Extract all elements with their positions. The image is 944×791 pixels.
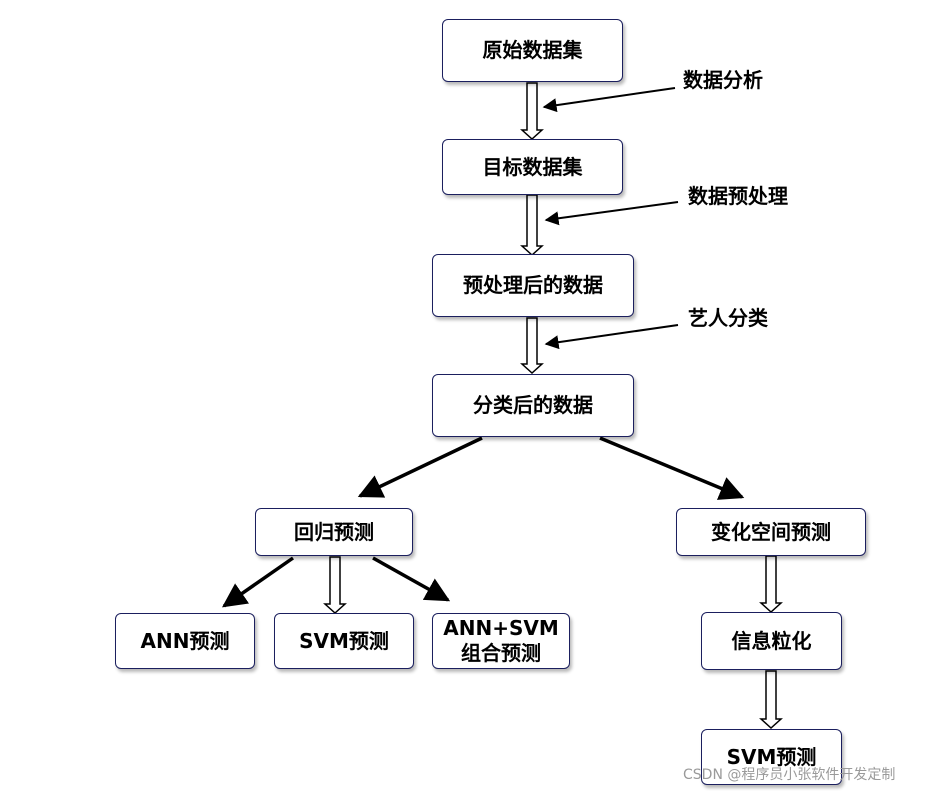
node-change-space-prediction-label: 变化空间预测 xyxy=(711,519,831,544)
node-regression-prediction-label: 回归预测 xyxy=(294,519,374,544)
step-label-data-preprocessing: 数据预处理 xyxy=(688,184,788,208)
node-raw-dataset-label: 原始数据集 xyxy=(482,38,583,62)
node-info-granulation: 信息粒化 xyxy=(701,612,842,670)
node-ann-prediction: ANN预测 xyxy=(115,613,255,669)
node-classified-data: 分类后的数据 xyxy=(432,374,634,437)
arrow-classified-to-regression xyxy=(357,436,483,498)
node-preprocessed-data: 预处理后的数据 xyxy=(432,254,634,317)
arrow-regression-to-ann-svm xyxy=(372,556,451,602)
arrow-classified-to-change-space xyxy=(599,436,745,500)
node-ann-svm-combined-line1: ANN+SVM xyxy=(443,616,559,640)
node-svm-prediction-left-label: SVM预测 xyxy=(299,628,389,653)
node-regression-prediction: 回归预测 xyxy=(255,508,413,556)
arrow-regression-to-ann xyxy=(221,556,294,608)
node-svm-prediction-left: SVM预测 xyxy=(274,613,414,669)
pointer-arrow-artist-classification xyxy=(544,324,679,350)
node-raw-dataset: 原始数据集 xyxy=(442,19,623,82)
step-label-artist-classification: 艺人分类 xyxy=(688,306,768,330)
node-target-dataset: 目标数据集 xyxy=(442,139,623,195)
watermark-text: CSDN @程序员小张软件开发定制 xyxy=(683,767,896,783)
step-label-data-analysis: 数据分析 xyxy=(683,68,763,92)
node-preprocessed-data-label: 预处理后的数据 xyxy=(463,273,603,297)
hollow-arrow-change-to-granulation xyxy=(759,555,783,614)
hollow-arrow-target-to-preprocessed xyxy=(520,194,544,257)
node-ann-prediction-label: ANN预测 xyxy=(140,628,230,653)
hollow-arrow-raw-to-target xyxy=(520,82,544,141)
node-change-space-prediction: 变化空间预测 xyxy=(676,508,866,556)
node-ann-svm-combined-line2: 组合预测 xyxy=(461,641,541,665)
hollow-arrow-regression-to-svm xyxy=(323,556,347,615)
pointer-arrow-data-preprocessing xyxy=(544,201,679,226)
hollow-arrow-preprocessed-to-classified xyxy=(520,317,544,375)
node-svm-prediction-right-label: SVM预测 xyxy=(726,744,817,769)
node-target-dataset-label: 目标数据集 xyxy=(482,154,583,179)
node-ann-svm-combined: ANN+SVM 组合预测 xyxy=(432,613,570,669)
pointer-arrow-data-analysis xyxy=(542,87,676,113)
node-svm-prediction-right: SVM预测 xyxy=(701,729,842,785)
hollow-arrow-granulation-to-svm xyxy=(759,670,783,730)
node-info-granulation-label: 信息粒化 xyxy=(731,628,812,653)
node-classified-data-label: 分类后的数据 xyxy=(473,393,593,417)
